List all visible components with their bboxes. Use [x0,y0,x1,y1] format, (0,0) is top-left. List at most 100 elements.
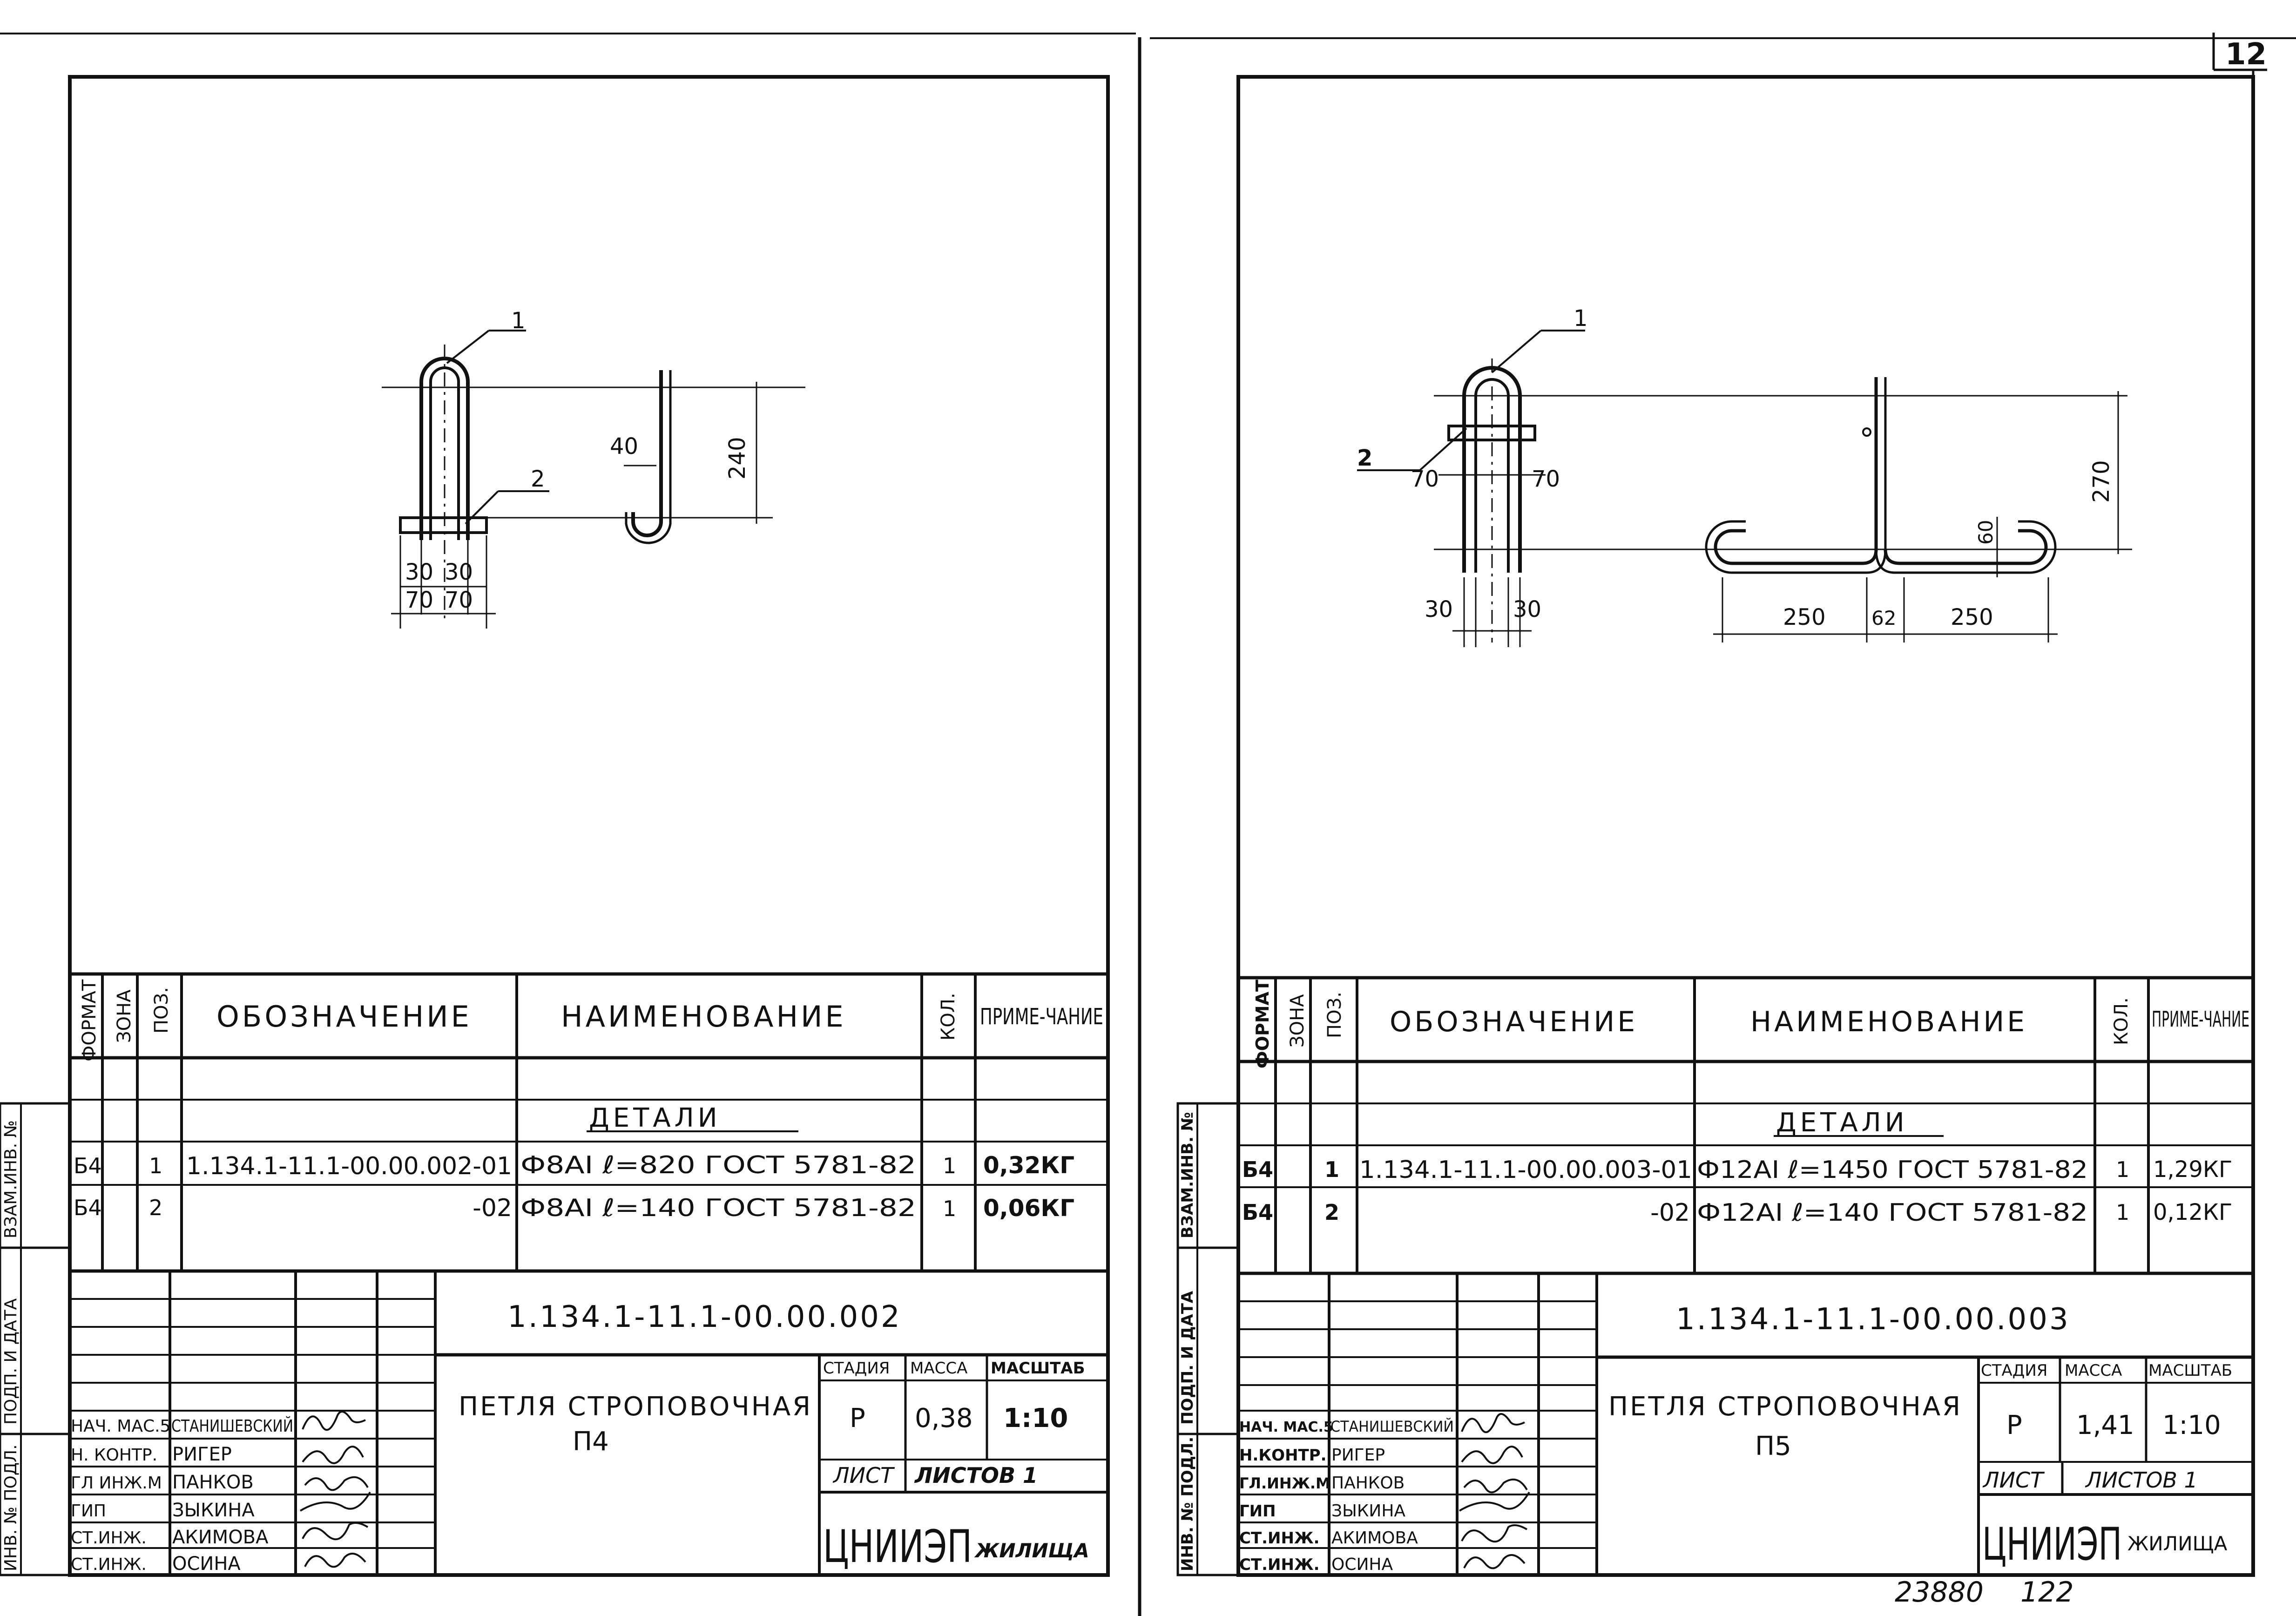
org-name: ЦНИИЭП [1982,1518,2122,1570]
svg-text:ПОДП. И ДАТА: ПОДП. И ДАТА [1178,1291,1197,1425]
row1-qty: 1 [2116,1157,2129,1182]
row2-designation: -02 [1650,1199,1690,1227]
row2-name: Ф8АI ℓ=140 ГОСТ 5781-82 [520,1194,916,1222]
hdr-name: НАИМЕНОВАНИЕ [561,1000,846,1034]
dim-70b: 70 [1532,466,1560,492]
hdr-qty: КОЛ. [2111,997,2132,1045]
stage-value: Р [2006,1410,2022,1440]
stage-label: СТАДИЯ [1981,1361,2047,1380]
dim-270: 270 [2088,460,2114,503]
hdr-designation: ОБОЗНАЧЕНИЕ [216,1000,472,1034]
row2-note: 0,06КГ [983,1195,1074,1222]
side-stamp-left: ВЗАМ.ИНВ. № ПОДП. И ДАТА ИНВ. № ПОДЛ. [0,1102,71,1576]
doc-code: 1.134.1-11.1-00.00.002 [507,1300,902,1334]
staff-role: СТ.ИНЖ. [1239,1529,1320,1548]
hdr-pos: ПОЗ. [1324,992,1345,1038]
row1-format: Б4 [1242,1157,1273,1182]
staff-name: ПАНКОВ [1331,1474,1405,1493]
scale-value: 1:10 [1003,1403,1068,1433]
dim-250b: 250 [1951,604,1993,630]
staff-name: ЗЫКИНА [1331,1501,1405,1521]
svg-text:12: 12 [2225,37,2267,72]
title-block-right [1238,1273,2253,1575]
sheet-right: ВЗАМ.ИНВ. № ПОДП. И ДАТА ИНВ. № ПОДЛ. [1176,70,2255,1577]
svg-text:ИНВ. № ПОДЛ.: ИНВ. № ПОДЛ. [1,1444,20,1571]
signatures-right [1459,1413,1530,1569]
sheet-label: ЛИСТ [832,1463,895,1488]
hdr-note: ПРИМЕ-ЧАНИЕ [980,1004,1103,1030]
svg-text:ВЗАМ.ИНВ. №: ВЗАМ.ИНВ. № [1,1120,20,1238]
dim-30b: 30 [445,559,473,585]
hdr-name: НАИМЕНОВАНИЕ [1750,1006,2027,1038]
staff-role: ГИП [1239,1502,1276,1521]
pos-label-2: 2 [531,466,545,492]
row2-format: Б4 [1242,1200,1273,1225]
rebar-drawing-p5 [1357,330,2132,647]
doc-code: 1.134.1-11.1-00.00.003 [1676,1302,2070,1337]
staff-role: ГЛ ИНЖ.М [71,1474,162,1493]
sheet-label: ЛИСТ [1982,1467,2045,1493]
row1-designation: 1.134.1-11.1-00.00.003-01 [1359,1156,1692,1184]
dim-40: 40 [610,433,638,460]
hdr-note: ПРИМЕ-ЧАНИЕ [2152,1007,2249,1032]
hdr-format: ФОРМАТ [79,979,100,1062]
staff-role: Н. КОНТР. [71,1446,157,1465]
row1-designation: 1.134.1-11.1-00.00.002-01 [186,1152,512,1180]
sheets-count-label: ЛИСТОВ 1 [914,1463,1038,1488]
staff-name: РИГЕР [1331,1446,1385,1465]
org-name: ЦНИИЭП [823,1521,972,1573]
row1-format: Б4 [74,1153,102,1178]
dim-30b: 30 [1513,596,1541,622]
stage-value: Р [850,1403,865,1433]
dim-62: 62 [1871,607,1896,629]
row1-note: 1,29КГ [2153,1156,2232,1183]
mass-label: МАССА [2065,1361,2122,1380]
dim-30a: 30 [1425,596,1453,622]
hdr-pos: ПОЗ. [151,987,172,1034]
row2-name: Ф12АI ℓ=140 ГОСТ 5781-82 [1697,1199,2088,1227]
org-sub: ЖИЛИЩА [974,1539,1089,1562]
hdr-zone: ЗОНА [114,989,135,1043]
staff-role: Н.КОНТР. [1239,1446,1327,1465]
doc-title: ПЕТЛЯ СТРОПОВОЧНАЯ [459,1392,812,1422]
section-details: ДЕТАЛИ [589,1103,721,1133]
staff-role: НАЧ. МАС.5 [71,1417,170,1436]
mass-value: 1,41 [2076,1410,2134,1440]
row2-note: 0,12КГ [2153,1199,2232,1225]
svg-text:ПОДП. И ДАТА: ПОДП. И ДАТА [1,1298,20,1425]
staff-name: РИГЕР [172,1444,232,1465]
row2-pos: 2 [1324,1200,1339,1225]
scale-value: 1:10 [2162,1410,2221,1440]
doc-title: ПЕТЛЯ СТРОПОВОЧНАЯ [1608,1392,1962,1422]
row2-format: Б4 [74,1195,102,1220]
rebar-drawing-p4 [382,330,805,629]
bottom-archive-number: 23880 [1895,1576,1984,1609]
dim-250a: 250 [1783,604,1826,630]
svg-text:ВЗАМ.ИНВ. №: ВЗАМ.ИНВ. № [1178,1112,1197,1238]
row1-note: 0,32КГ [983,1152,1074,1179]
hdr-format: ФОРМАТ [1252,980,1273,1068]
doc-title-mark: П4 [573,1427,609,1457]
dim-70a: 70 [1411,466,1439,492]
scale-label: МАСШТАБ [991,1359,1085,1378]
row2-qty: 1 [943,1196,956,1221]
row2-pos: 2 [149,1195,162,1220]
staff-name: ЗЫКИНА [172,1500,255,1521]
staff-role: ГИП [71,1501,106,1521]
mass-value: 0,38 [915,1403,973,1433]
dim-30a: 30 [405,559,433,585]
staff-name: ОСИНА [1331,1555,1393,1574]
pos-label-1: 1 [511,308,526,334]
mass-label: МАССА [910,1359,967,1378]
spec-table-left [70,972,1108,1273]
staff-name: ОСИНА [172,1553,241,1575]
staff-name: ПАНКОВ [172,1472,254,1493]
staff-role: СТ.ИНЖ. [71,1555,147,1574]
svg-text:ИНВ. № ПОДЛ.: ИНВ. № ПОДЛ. [1178,1437,1197,1571]
row1-pos: 1 [1324,1157,1339,1182]
dim-70a: 70 [405,587,433,613]
sheets-count-label: ЛИСТОВ 1 [2085,1467,2198,1493]
staff-role: НАЧ. МАС.5 [1239,1419,1333,1435]
staff-name: АКИМОВА [172,1527,269,1548]
